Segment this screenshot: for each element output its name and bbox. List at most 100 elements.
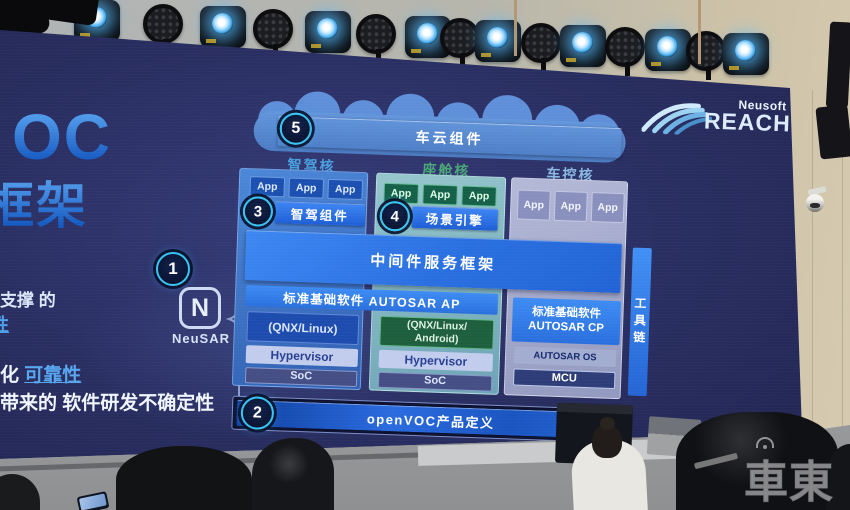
- product-definition-label: openVOC产品定义: [366, 411, 495, 431]
- hypervisor-label: Hypervisor: [270, 347, 334, 364]
- cloud-shape: [253, 110, 627, 164]
- app-label: App: [429, 188, 451, 202]
- wall-seam: [842, 60, 843, 430]
- header-driving-core: 智驾核: [287, 156, 336, 175]
- neusoft-reach-logo: Neusoft REACH: [641, 93, 797, 146]
- par-light: [143, 4, 183, 53]
- bullet-text: 支撑 的: [0, 291, 56, 310]
- bullet-text: 化: [0, 365, 25, 386]
- bullet-emphasis: 可靠性: [24, 365, 82, 386]
- brand-name: REACH: [703, 107, 792, 137]
- qnx-linux-android-box: (QNX/Linux/ Android): [379, 315, 495, 350]
- light-lens: [317, 18, 338, 39]
- app-label: App: [334, 183, 356, 196]
- app-box: App: [422, 184, 458, 206]
- architecture-diagram: 车云组件 5 智驾核 座舱核 车控核 App App App App App A…: [225, 84, 665, 455]
- badge-number: 1: [168, 259, 178, 278]
- slide-bullet-fragment: 性: [0, 311, 9, 337]
- hypervisor-label: Hypervisor: [404, 352, 468, 369]
- app-box: App: [461, 185, 497, 207]
- badge-number: 3: [253, 202, 263, 221]
- watermark-chedongxi: 車東西: [744, 458, 834, 508]
- app-box: App: [590, 192, 625, 224]
- slide-title-fragment-bottom: 框架: [0, 166, 88, 238]
- audience-head: [116, 446, 252, 510]
- watermark-signal-icon: [756, 437, 774, 449]
- cloud-shape: [341, 99, 385, 143]
- autosar-ap-label: 标准基础软件 AUTOSAR AP: [282, 291, 461, 312]
- step-badge-1: 1: [156, 252, 190, 286]
- qnx-linux-box: (QNX/Linux): [246, 311, 360, 346]
- audience-head: [252, 438, 334, 510]
- autosar-cp-label: 标准基础软件 AUTOSAR CP: [527, 306, 605, 335]
- moving-head-light: [475, 20, 521, 62]
- reach-swoosh-icon: [641, 103, 713, 136]
- app-box: App: [516, 189, 551, 221]
- os-label: (QNX/Linux/ Android): [406, 319, 468, 346]
- app-label: App: [560, 200, 582, 213]
- wall-speaker: [825, 21, 850, 109]
- cloud-shape: [533, 104, 581, 152]
- scene-engine-label: 场景引擎: [425, 212, 484, 229]
- par-light: [686, 31, 726, 80]
- par-light: [356, 14, 396, 63]
- cloud-component-bar: 车云组件: [277, 116, 623, 159]
- light-lens: [657, 36, 678, 57]
- autosar-ap-bar: 标准基础软件 AUTOSAR AP: [245, 285, 499, 315]
- scene-engine-bar: 场景引擎: [411, 205, 499, 231]
- header-vehicle-control-core: 车控核: [546, 165, 595, 184]
- os-label: (QNX/Linux): [267, 319, 338, 337]
- soc-label: SoC: [423, 374, 447, 388]
- badge-number: 2: [252, 403, 263, 422]
- light-lens: [735, 40, 756, 61]
- par-light: [605, 27, 645, 76]
- par-light: [253, 9, 293, 58]
- bullet-emphasis: 软件研发不确定性: [62, 393, 215, 414]
- app-label: App: [468, 189, 490, 203]
- app-box: App: [327, 178, 364, 201]
- rig-pole: [514, 0, 517, 56]
- app-label: App: [597, 201, 619, 215]
- moving-head-light: [645, 29, 691, 71]
- cloud-shape: [577, 113, 621, 158]
- bullet-text: 带来的: [0, 393, 63, 414]
- neusar-label: NeuSAR: [171, 331, 230, 346]
- toolchain-bar: 工具链: [627, 247, 652, 397]
- app-box: App: [249, 176, 286, 198]
- cloud-shape: [293, 90, 342, 139]
- autosar-os-box: AUTOSAR OS: [513, 346, 617, 368]
- light-lens: [417, 23, 438, 44]
- hypervisor-box: Hypervisor: [378, 349, 494, 372]
- hypervisor-box: Hypervisor: [245, 345, 359, 368]
- wall-speaker: [815, 104, 850, 160]
- cloud-shape: [257, 100, 297, 140]
- badge-number: 4: [390, 207, 400, 225]
- step-badge-5: 5: [279, 112, 313, 146]
- security-camera-icon: [806, 194, 824, 212]
- brand-company: Neusoft: [738, 97, 787, 114]
- slide-bullet-fragment: 化 可靠性: [0, 360, 81, 387]
- step-badge-3: 3: [242, 195, 274, 227]
- cloud-shape: [481, 94, 534, 146]
- app-label: App: [256, 180, 278, 194]
- driving-core-panel: [231, 167, 369, 391]
- cloud-shape: [435, 101, 481, 148]
- light-lens: [572, 32, 593, 53]
- screen-glare: [60, 250, 480, 450]
- rig-pole: [698, 0, 701, 64]
- app-box: App: [383, 182, 419, 205]
- light-lens: [487, 27, 508, 48]
- step-badge-4: 4: [379, 200, 411, 232]
- autosar-os-label: AUTOSAR OS: [533, 349, 597, 364]
- soc-label: SoC: [289, 370, 313, 383]
- soc-box: SoC: [244, 367, 358, 388]
- wall-seam: [812, 90, 813, 430]
- neusar-letter: N: [190, 293, 210, 322]
- driving-component-label: 智驾组件: [290, 207, 350, 224]
- soc-box: SoC: [377, 371, 493, 392]
- driving-component-bar: 智驾组件: [274, 201, 366, 227]
- mcu-box: MCU: [512, 368, 616, 390]
- cockpit-core-panel: [368, 172, 507, 395]
- app-label: App: [295, 181, 317, 195]
